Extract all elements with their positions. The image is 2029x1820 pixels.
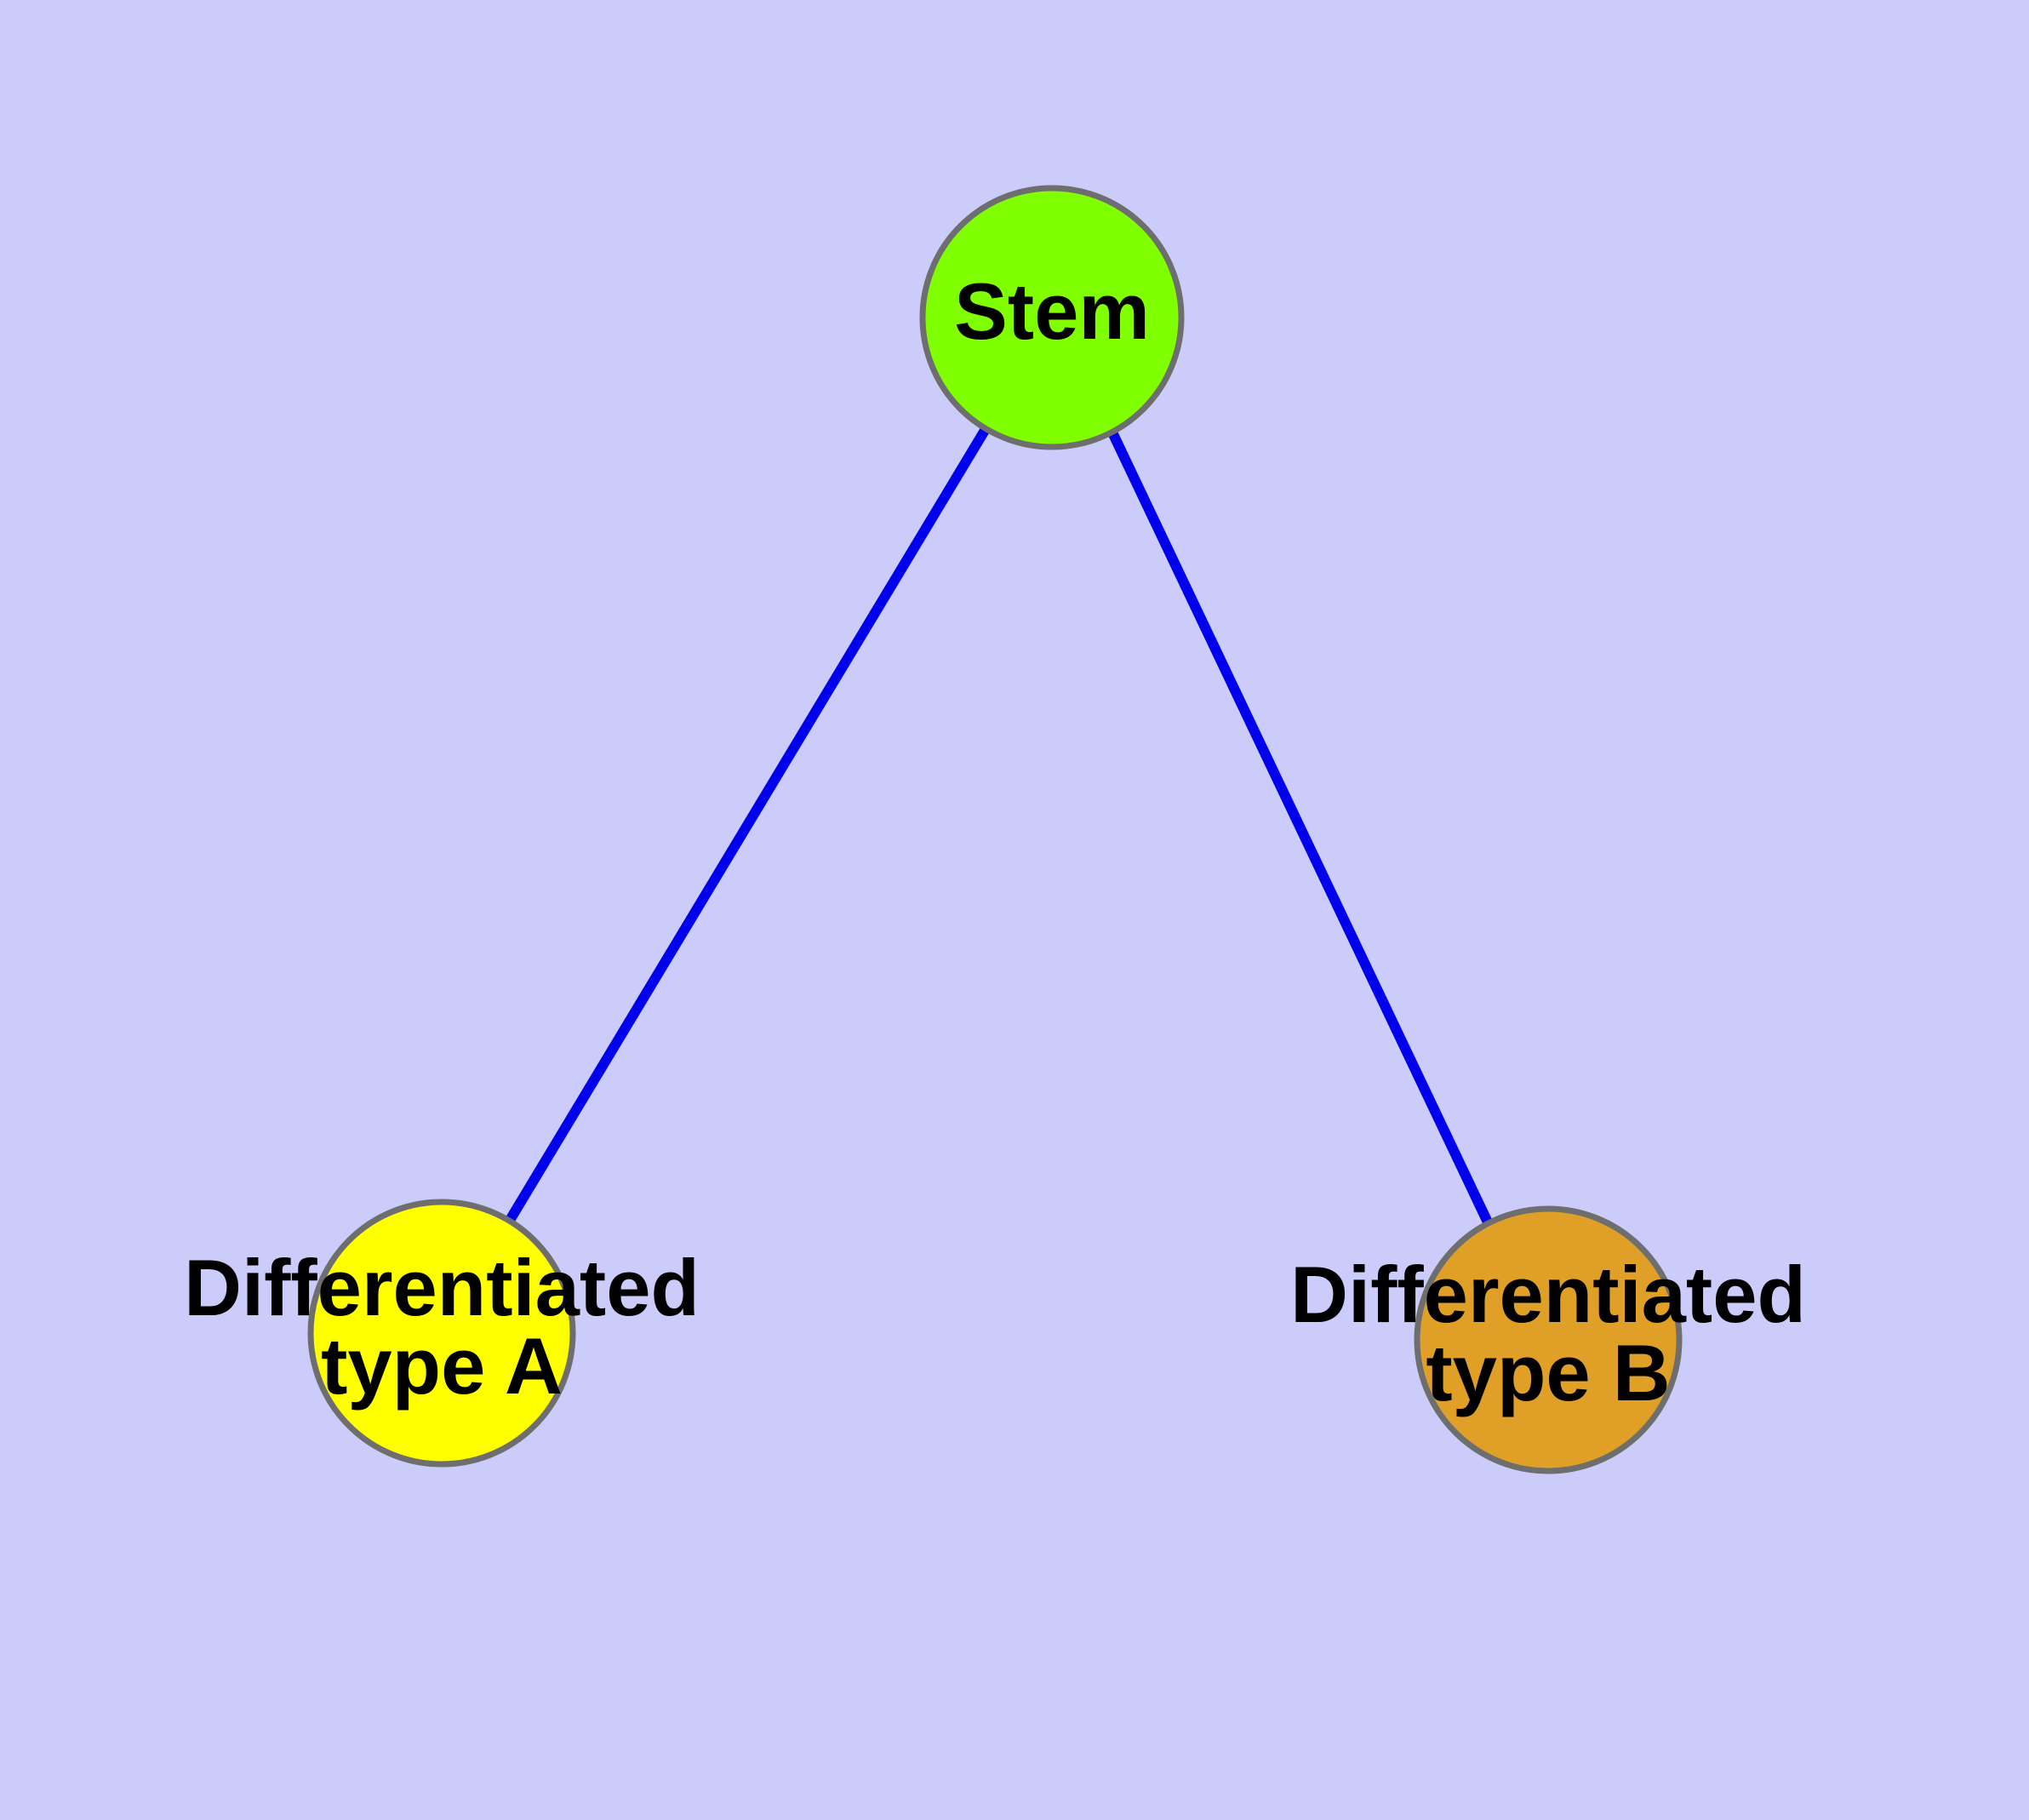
edge-stem-to-diff-b[interactable]	[1108, 432, 1495, 1230]
edges-layer	[504, 426, 1495, 1230]
label-line: Stem	[954, 266, 1150, 356]
label-line: Differentiated	[184, 1243, 700, 1332]
nodes-layer	[307, 185, 1683, 1474]
node-diff-b-circle[interactable]	[1414, 1205, 1683, 1474]
label-line: Differentiated	[1290, 1250, 1806, 1339]
node-diff-a-circle[interactable]	[307, 1199, 576, 1468]
label-line: type B	[1426, 1328, 1670, 1417]
edge-stem-to-diff-a[interactable]	[504, 426, 991, 1225]
label-line: type A	[321, 1321, 563, 1411]
node-stem-label: Stem	[954, 266, 1150, 356]
node-stem-circle[interactable]	[919, 185, 1185, 450]
